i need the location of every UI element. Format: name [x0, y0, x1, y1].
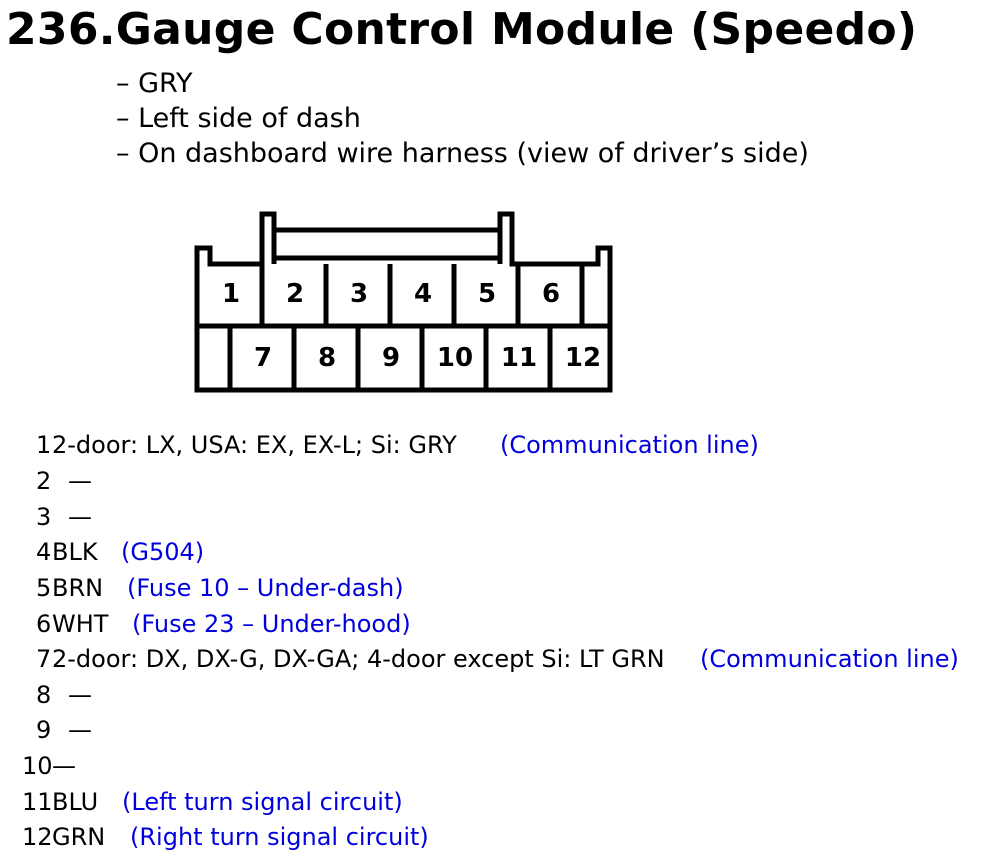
cavity-label: 11 [501, 343, 537, 373]
pin-wire: — [68, 681, 92, 709]
pin-wire: — [52, 752, 76, 780]
pin-number: 12 [22, 823, 53, 851]
pin-wire: GRN [52, 823, 106, 851]
cavity-label: 5 [478, 279, 496, 309]
pin-description: (Fuse 10 – Under-dash) [127, 574, 404, 602]
location-notes: – GRY – Left side of dash – On dashboard… [116, 66, 809, 171]
pin-number: 10 [22, 752, 53, 780]
note-harness: – On dashboard wire harness (view of dri… [116, 138, 809, 169]
pin-number: 6 [36, 610, 52, 638]
pin-wire: 2-door: LX, USA: EX, EX-L; Si: GRY [52, 431, 457, 459]
pin-description: (Communication line) [700, 645, 959, 673]
pin-description: (Communication line) [500, 431, 759, 459]
cavity-label: 6 [542, 279, 560, 309]
pin-wire: 2-door: DX, DX-G, DX-GA; 4-door except S… [52, 645, 665, 673]
pin-description: (Fuse 23 – Under-hood) [132, 610, 411, 638]
pin-description: (Right turn signal circuit) [130, 823, 429, 851]
pin-wire: BLU [52, 788, 99, 816]
pin-description: (Left turn signal circuit) [122, 788, 403, 816]
page-title: 236.Gauge Control Module (Speedo) [6, 4, 918, 55]
pin-number: 9 [36, 716, 52, 744]
pin-number: 3 [36, 503, 52, 531]
pin-wire: WHT [52, 610, 109, 638]
cavity-label: 12 [565, 343, 601, 373]
pin-number: 5 [36, 574, 52, 602]
cavity-label: 8 [318, 343, 336, 373]
pin-wire: — [68, 467, 92, 495]
pin-number: 2 [36, 467, 52, 495]
pin-number: 4 [36, 538, 52, 566]
cavity-label: 10 [437, 343, 473, 373]
pin-number: 11 [22, 788, 53, 816]
cavity-label: 7 [254, 343, 272, 373]
cavity-label: 4 [414, 279, 432, 309]
pin-description: (G504) [121, 538, 205, 566]
pin-number: 7 [36, 645, 52, 673]
pin-wire: BLK [52, 538, 98, 566]
cavity-label: 1 [222, 279, 240, 309]
pin-wire: — [68, 716, 92, 744]
pin-wire: — [68, 503, 92, 531]
cavity-label: 9 [382, 343, 400, 373]
cavity-label: 3 [350, 279, 368, 309]
connector-diagram: 1 2 3 4 5 6 7 8 9 10 11 12 [194, 211, 613, 393]
note-color: – GRY [116, 68, 193, 99]
pin-number: 1 [36, 431, 52, 459]
note-location: – Left side of dash [116, 103, 361, 134]
pin-wire: BRN [52, 574, 104, 602]
pin-number: 8 [36, 681, 52, 709]
cavity-label: 2 [286, 279, 304, 309]
